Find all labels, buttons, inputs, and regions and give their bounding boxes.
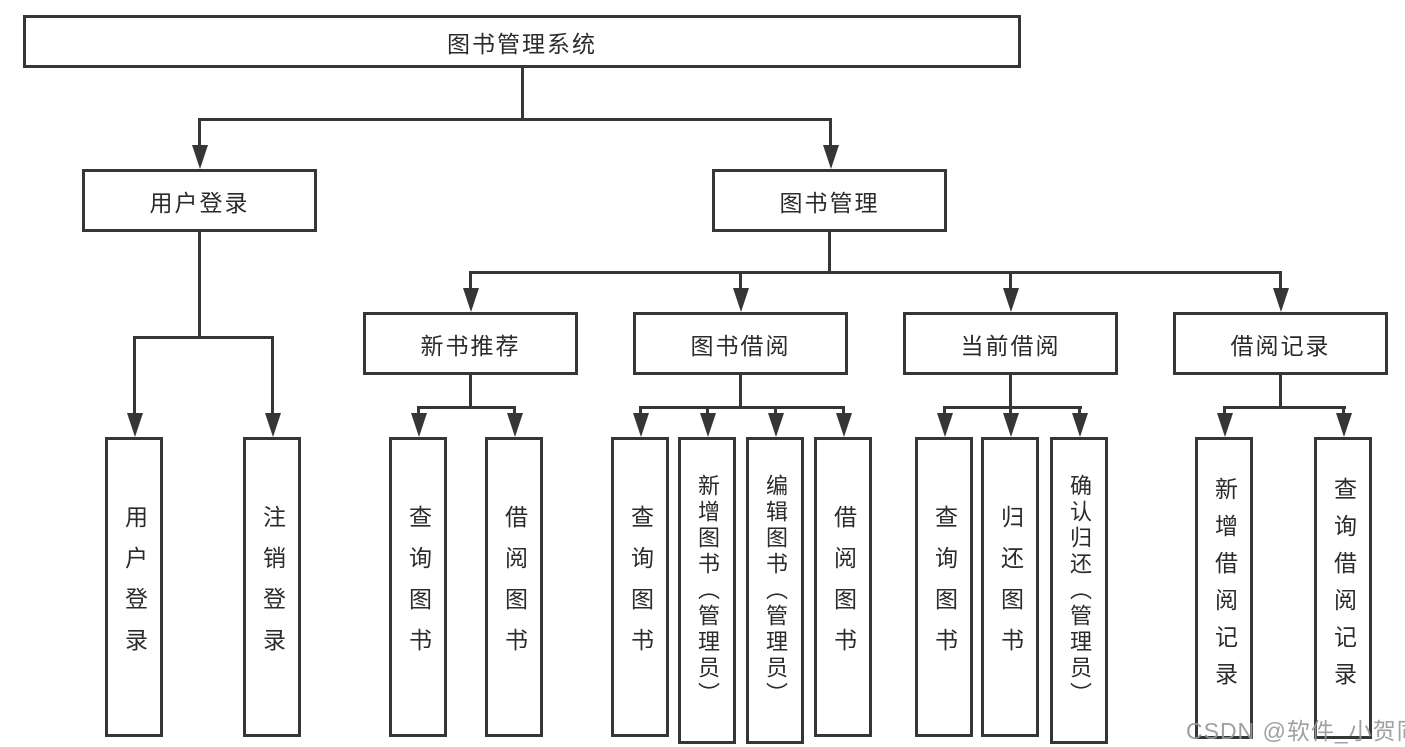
arrow-to-query-books-3 [936, 406, 953, 437]
connector-user-login-stem [198, 231, 201, 339]
connector-current-borrow-rail [943, 406, 1082, 409]
arrow-to-book-management [822, 118, 839, 169]
leaf-confirm-return-admin: 确认归还（管理员） [1050, 437, 1108, 744]
connector-borrow-records-stem [1279, 374, 1282, 409]
node-current-borrow: 当前借阅 [903, 312, 1118, 375]
leaf-logout: 注销登录 [243, 437, 301, 737]
leaf-query-borrow-record: 查询借阅记录 [1314, 437, 1372, 739]
leaf-query-books-3: 查询图书 [915, 437, 973, 737]
node-book-management: 图书管理 [712, 169, 947, 232]
connector-book-borrow-stem [739, 374, 742, 409]
connector-borrow-records-rail [1223, 406, 1346, 409]
node-new-book-recommend: 新书推荐 [363, 312, 578, 375]
arrow-to-add-books [699, 406, 716, 437]
leaf-return-books: 归还图书 [981, 437, 1039, 737]
connector-user-login-rail [133, 336, 274, 339]
connector-level3-rail [469, 271, 1282, 274]
arrow-to-leaf-logout [264, 336, 281, 437]
arrow-to-query-borrow-record [1335, 406, 1352, 437]
arrow-to-current-borrow [1002, 271, 1019, 312]
leaf-add-books-admin: 新增图书（管理员） [678, 437, 736, 744]
leaf-borrow-books-1: 借阅图书 [485, 437, 543, 737]
node-book-borrow: 图书借阅 [633, 312, 848, 375]
leaf-borrow-books-2: 借阅图书 [814, 437, 872, 737]
arrow-to-return-books [1002, 406, 1019, 437]
node-borrow-records: 借阅记录 [1173, 312, 1388, 375]
leaf-query-books-1: 查询图书 [389, 437, 447, 737]
connector-book-management-stem [828, 232, 831, 274]
arrow-to-edit-books [767, 406, 784, 437]
node-user-login: 用户登录 [82, 169, 317, 232]
leaf-add-borrow-record: 新增借阅记录 [1195, 437, 1253, 739]
arrow-to-query-books-1 [410, 406, 427, 437]
node-root: 图书管理系统 [23, 15, 1021, 68]
watermark: CSDN @软件_小贺同学 [1186, 718, 1405, 744]
leaf-edit-books-admin: 编辑图书（管理员） [746, 437, 804, 744]
arrow-to-confirm-return [1071, 406, 1088, 437]
connector-level2-rail [198, 118, 832, 121]
arrow-to-leaf-user-login [126, 336, 143, 437]
arrow-to-borrow-records [1272, 271, 1289, 312]
leaf-query-books-2: 查询图书 [611, 437, 669, 737]
arrow-to-borrow-books-1 [506, 406, 523, 437]
arrow-to-user-login [191, 118, 208, 169]
arrow-to-query-books-2 [632, 406, 649, 437]
arrow-to-add-borrow-record [1216, 406, 1233, 437]
arrow-to-borrow-books-2 [835, 406, 852, 437]
connector-book-borrow-rail [639, 406, 845, 409]
arrow-to-book-borrow [732, 271, 749, 312]
arrow-to-new-book-recommend [462, 271, 479, 312]
connector-root-stem [521, 67, 524, 121]
connector-current-borrow-stem [1009, 374, 1012, 409]
connector-new-book-recommend-rail [417, 406, 516, 409]
leaf-user-login: 用户登录 [105, 437, 163, 737]
connector-new-book-recommend-stem [469, 374, 472, 409]
